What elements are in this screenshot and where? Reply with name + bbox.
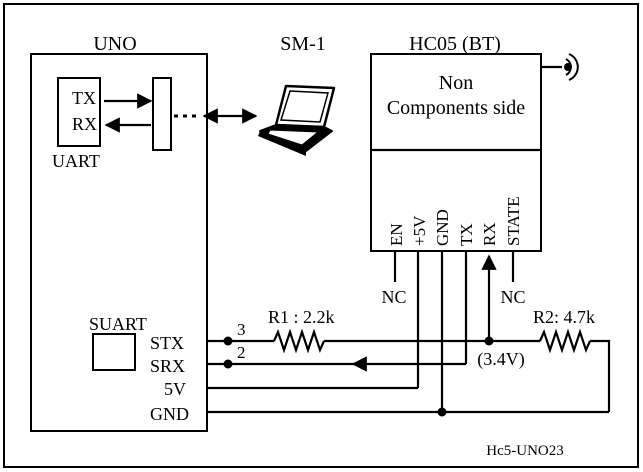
uart-rx-label: RX: [72, 114, 97, 134]
wire-r2-gnd: [590, 339, 611, 412]
usb-bridge: [152, 77, 172, 151]
r2-label: R2: 4.7k: [533, 307, 595, 327]
suart-box: [92, 333, 136, 371]
bt-side-line2: Components side: [387, 97, 525, 119]
antenna-icon: [564, 53, 579, 81]
uart-box: [57, 77, 101, 147]
wire-number-3: 3: [237, 320, 246, 339]
bt-pin-state: STATE: [504, 196, 523, 246]
bt-title: HC05 (BT): [409, 33, 501, 55]
bt-pin-5v: +5V: [410, 215, 429, 246]
r1-label: R1 : 2.2k: [268, 307, 335, 327]
junction-divider: [484, 336, 494, 346]
laptop-icon: [258, 84, 336, 156]
uart-label: UART: [52, 151, 100, 171]
junction-srx: [223, 359, 233, 369]
outer-frame: [3, 3, 639, 468]
nc-en: NC: [381, 287, 406, 307]
pc-title: SM-1: [280, 33, 326, 55]
wire-number-2: 2: [237, 343, 246, 362]
voltage-label: (3.4V): [477, 349, 525, 370]
footer-label: Hc5-UNO23: [486, 443, 563, 459]
bt-pin-rx: RX: [480, 222, 499, 246]
bt-pin-gnd: GND: [433, 209, 452, 246]
nc-state: NC: [500, 287, 525, 307]
bt-side-line1: Non: [439, 72, 473, 94]
pin-srx: SRX: [150, 356, 185, 376]
resistor-r1: [272, 328, 326, 354]
uart-tx-label: TX: [72, 88, 96, 108]
bt-pin-en: EN: [387, 223, 406, 246]
pin-gnd: GND: [150, 404, 189, 424]
uno-title: UNO: [93, 33, 136, 55]
bt-module: [370, 53, 542, 252]
pin-5v: 5V: [164, 379, 186, 399]
suart-label: SUART: [89, 314, 147, 334]
bt-pin-tx: TX: [457, 223, 476, 246]
junction-gnd: [437, 407, 447, 417]
pin-stx: STX: [150, 333, 184, 353]
junction-stx: [223, 336, 233, 346]
resistor-r2: [538, 328, 592, 354]
